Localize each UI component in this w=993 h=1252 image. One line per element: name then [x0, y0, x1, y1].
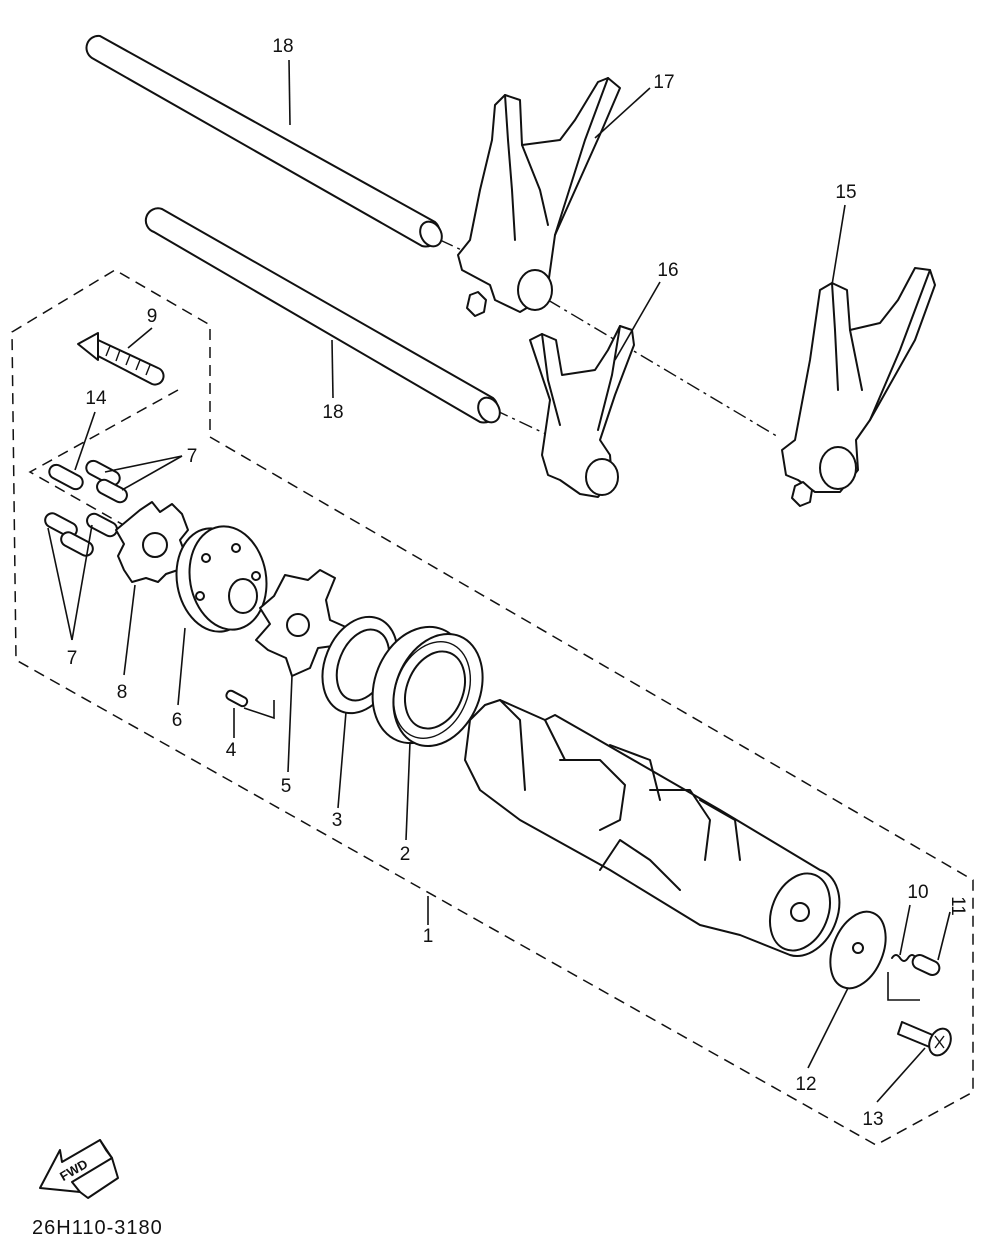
- label-9: 9: [147, 306, 158, 327]
- screw-9: [77, 332, 165, 386]
- leader-lines: [47, 59, 951, 1103]
- segment-6: [175, 525, 268, 633]
- label-5: 5: [281, 776, 292, 797]
- label-18-lower: 18: [322, 402, 343, 423]
- fwd-arrow-icon: FWD: [39, 1139, 119, 1199]
- drawing-code: 26H110-3180: [32, 1217, 163, 1239]
- label-7-lower: 7: [67, 648, 78, 669]
- guide-bar-upper: [85, 34, 443, 248]
- label-18-upper: 18: [272, 36, 293, 57]
- pins-7-upper: [85, 459, 128, 504]
- label-14: 14: [85, 388, 107, 409]
- label-12: 12: [795, 1074, 816, 1095]
- star-plate-5: [255, 569, 349, 677]
- label-3: 3: [332, 810, 343, 831]
- shift-cam-1: [464, 699, 841, 958]
- label-15: 15: [835, 182, 856, 203]
- shift-fork-17: [457, 77, 621, 317]
- label-10: 10: [907, 882, 928, 903]
- label-2: 2: [400, 844, 411, 865]
- pin-4: [225, 689, 249, 708]
- label-7-upper: 7: [187, 446, 198, 467]
- pin-11: [911, 954, 941, 976]
- pin-group-bracket: [28, 389, 179, 541]
- guide-bar-lower: [144, 207, 501, 424]
- screw-13: [897, 1021, 952, 1057]
- shift-fork-15: [781, 267, 936, 507]
- pin-14: [48, 463, 84, 491]
- label-17: 17: [653, 72, 674, 93]
- shift-fork-16: [529, 325, 635, 498]
- bearing-2: [371, 625, 484, 748]
- label-11: 11: [947, 896, 968, 916]
- label-16: 16: [657, 260, 678, 281]
- label-13: 13: [862, 1109, 883, 1130]
- label-4: 4: [226, 740, 237, 761]
- pins-7-lower: [44, 512, 118, 557]
- part-labels: 18 17 15 16 9 18 14 7 7 8 6 4 5 3 2 1 10…: [67, 36, 968, 1130]
- assembly-boundary: [11, 269, 974, 1146]
- plate-12: [829, 910, 887, 990]
- rod-centerline: [494, 409, 549, 436]
- label-8: 8: [117, 682, 128, 703]
- pin-holder-8: [115, 501, 189, 583]
- label-1: 1: [423, 926, 434, 947]
- label-6: 6: [172, 710, 183, 731]
